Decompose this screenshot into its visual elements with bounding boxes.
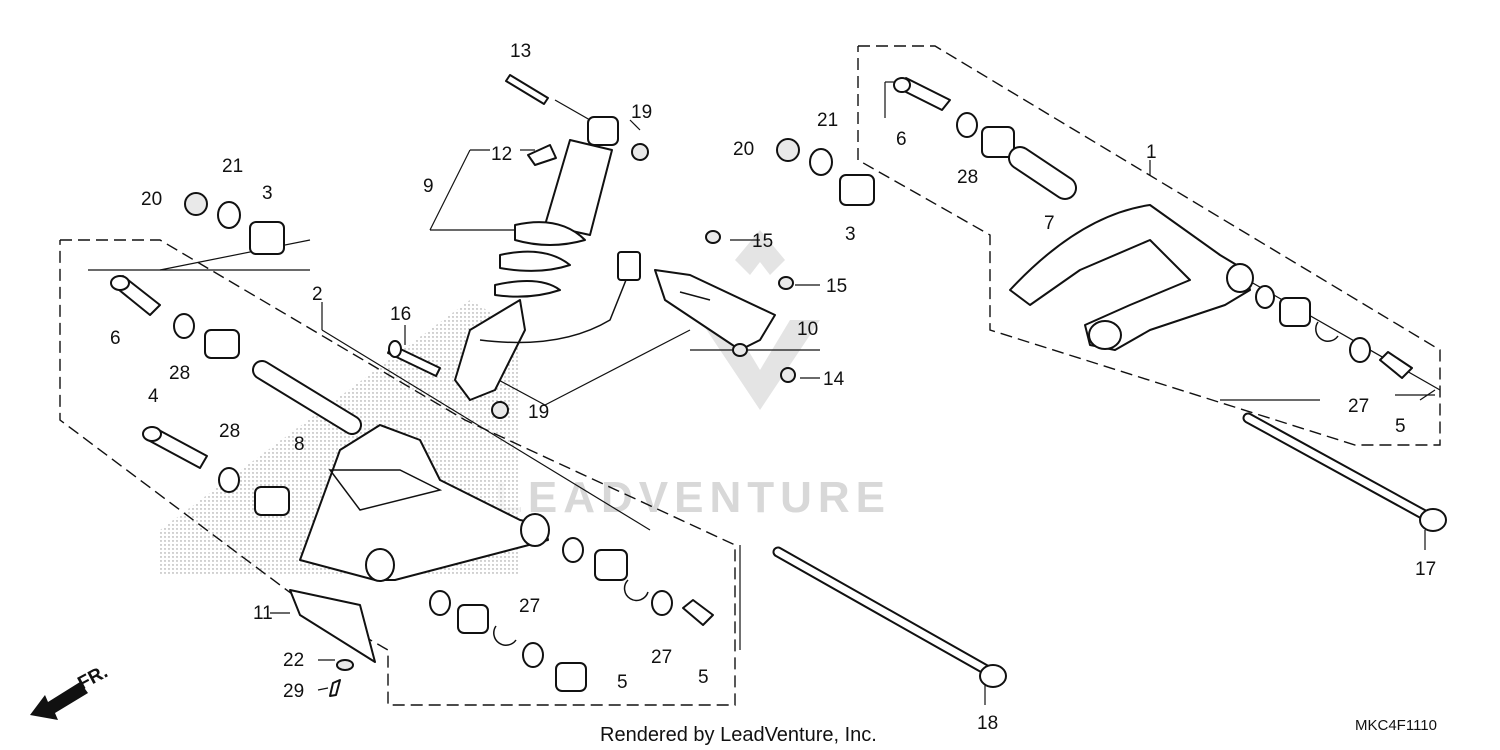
callout-10: 10 bbox=[797, 319, 818, 340]
callout-20-right: 20 bbox=[733, 139, 754, 160]
right-hardware bbox=[776, 77, 1077, 206]
bolt-16 bbox=[387, 340, 441, 377]
callout-21-left: 21 bbox=[222, 156, 243, 177]
callout-27-b: 27 bbox=[651, 647, 672, 668]
seal-28-left-upper bbox=[173, 313, 195, 339]
watermark: LEADVENTURE bbox=[495, 230, 891, 522]
watermark-text: LEADVENTURE bbox=[495, 473, 891, 522]
callout-2: 2 bbox=[312, 284, 323, 305]
frame-right-swingarm bbox=[857, 45, 1441, 446]
callout-9: 9 bbox=[423, 176, 434, 197]
callout-15-a: 15 bbox=[752, 231, 773, 252]
nut-20-left bbox=[184, 192, 208, 216]
direction-marker: FR. bbox=[30, 662, 111, 720]
shock-absorber-9 bbox=[454, 74, 649, 419]
callout-19-b: 19 bbox=[528, 402, 549, 423]
swingarm-1 bbox=[1009, 204, 1413, 379]
callout-17: 17 bbox=[1415, 559, 1436, 580]
sensor-bracket-10 bbox=[654, 230, 796, 383]
diagram-code: MKC4F1110 bbox=[1355, 717, 1437, 734]
callout-3-left: 3 bbox=[262, 183, 273, 204]
washer-21-left bbox=[217, 201, 241, 229]
callout-28-left-upper: 28 bbox=[169, 363, 190, 384]
callout-16: 16 bbox=[390, 304, 411, 325]
bearing-left-mid bbox=[254, 486, 290, 516]
callout-6-right: 6 bbox=[896, 129, 907, 150]
swingarm-2 bbox=[299, 424, 550, 582]
callout-14: 14 bbox=[823, 369, 845, 390]
axle-18 bbox=[772, 546, 1007, 688]
callout-27-a: 27 bbox=[519, 596, 540, 617]
callout-21-right: 21 bbox=[817, 110, 838, 131]
left-hardware bbox=[110, 192, 362, 516]
seal-28-left-lower bbox=[218, 467, 240, 493]
bearing-left-upper bbox=[204, 329, 240, 359]
callout-5-b: 5 bbox=[698, 667, 709, 688]
axle-17 bbox=[1242, 412, 1447, 532]
callout-11: 11 bbox=[253, 603, 273, 624]
callout-8: 8 bbox=[294, 434, 305, 455]
callout-6-left: 6 bbox=[110, 328, 121, 349]
callout-20-left: 20 bbox=[141, 189, 162, 210]
callout-1: 1 bbox=[1146, 142, 1157, 163]
callout-12: 12 bbox=[491, 144, 512, 165]
callout-28-right: 28 bbox=[957, 167, 978, 188]
callout-27-c: 27 bbox=[1348, 396, 1369, 417]
callout-3-right: 3 bbox=[845, 224, 856, 245]
callout-22: 22 bbox=[283, 650, 304, 671]
collar-6-left bbox=[110, 275, 161, 316]
callout-19-a: 19 bbox=[631, 102, 652, 123]
callout-5-c: 5 bbox=[1395, 416, 1406, 437]
callout-13: 13 bbox=[510, 41, 531, 62]
callout-18: 18 bbox=[977, 713, 998, 734]
callout-15-b: 15 bbox=[826, 276, 847, 297]
chain-guard-11 bbox=[289, 589, 376, 697]
callout-4: 4 bbox=[148, 386, 159, 407]
callout-28-left-lower: 28 bbox=[219, 421, 240, 442]
collar-4 bbox=[142, 426, 208, 469]
rendered-by-credit: Rendered by LeadVenture, Inc. bbox=[600, 724, 877, 746]
watermark-logo bbox=[700, 230, 820, 410]
left-pivot-hardware bbox=[429, 537, 714, 692]
callout-7: 7 bbox=[1044, 213, 1055, 234]
callouts: 1 2 3 3 4 5 5 5 6 6 7 8 9 10 11 12 13 14… bbox=[110, 41, 1436, 734]
callout-29: 29 bbox=[283, 681, 304, 702]
arrow-left-down-icon bbox=[30, 682, 88, 720]
shaft-8 bbox=[252, 360, 362, 435]
frame-left-swingarm bbox=[59, 239, 736, 706]
callout-5-a: 5 bbox=[617, 672, 628, 693]
bushing-3-left bbox=[249, 221, 285, 255]
